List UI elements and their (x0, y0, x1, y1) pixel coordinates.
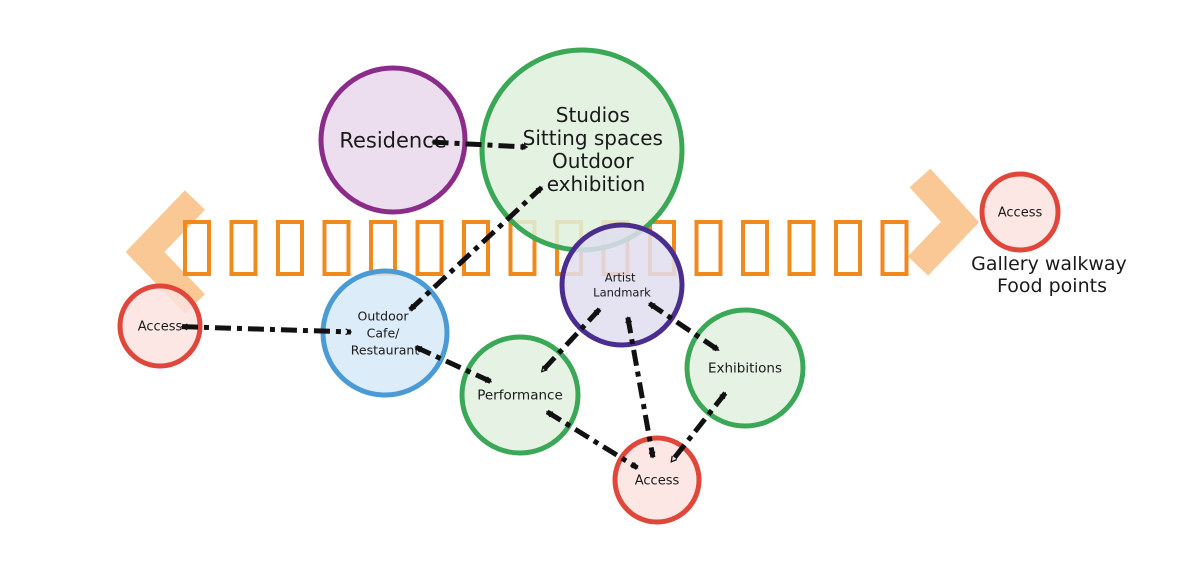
walkway-label: Gallery walkway Food points (971, 253, 1133, 297)
link-artist-landmark-performance (539, 307, 602, 374)
label-line: Outdoor (357, 308, 409, 323)
node-residence: Residence (318, 65, 468, 215)
label-line: Performance (477, 388, 563, 404)
walkway-paving-block (880, 220, 909, 276)
walkway-paving-block (415, 220, 444, 276)
connections (182, 142, 728, 470)
node-access-bottom: Access (612, 435, 702, 525)
node-access-bottom-label: Access (635, 474, 680, 489)
walkway-paving-block (322, 220, 351, 276)
node-access-left-label: Access (138, 320, 183, 335)
walkway-paving-block (741, 220, 769, 276)
link-artist-landmark-access-bottom (628, 317, 653, 457)
node-cafe-label: Outdoor Cafe/ Restaurant (351, 308, 420, 357)
node-exhibitions-label: Exhibitions (708, 361, 782, 377)
node-residence-label: Residence (339, 128, 446, 152)
label-line: Sitting spaces (523, 126, 663, 150)
walkway-paving-block (787, 220, 816, 276)
node-access-right-label: Access (998, 206, 1043, 221)
label-line: Outdoor (552, 149, 634, 173)
node-studios: Studios Sitting spaces Outdoor exhibitio… (479, 47, 685, 253)
walkway-paving-block (694, 220, 723, 276)
label-line: Landmark (593, 286, 651, 300)
walkway-paving-block (834, 220, 862, 276)
node-artist-landmark-label: Artist Landmark (593, 271, 651, 300)
walkway-paving-block (229, 220, 258, 276)
node-exhibitions: Exhibitions (684, 307, 806, 429)
link-residence-studios (433, 142, 528, 147)
walkway-paving-block (369, 220, 397, 276)
walkway-arrow-right-icon (907, 168, 980, 276)
walkway-paving-block (183, 220, 211, 276)
label-line: Access (138, 320, 183, 335)
link-performance-access-bottom (545, 409, 639, 470)
node-access-right: Access (979, 171, 1061, 253)
label-line: Residence (339, 128, 446, 152)
label-line: exhibition (547, 172, 646, 196)
walkway-arrow-left-icon (125, 190, 206, 314)
label-line: Studios (556, 103, 630, 127)
nodes: Residence Studios Sitting spaces Outdoor… (117, 47, 1061, 525)
chevron-shape (125, 190, 206, 314)
label-line: Cafe/ (367, 325, 400, 340)
label-line: Exhibitions (708, 361, 782, 377)
node-studios-label: Studios Sitting spaces Outdoor exhibitio… (523, 103, 670, 196)
link-cafe-performance (416, 344, 491, 384)
label-line: Artist (605, 271, 636, 285)
link-cafe-studios (408, 185, 544, 312)
label-line: Restaurant (351, 342, 420, 357)
node-cafe: Outdoor Cafe/ Restaurant (320, 268, 450, 398)
walkway-label-line: Gallery walkway (971, 253, 1127, 275)
link-exhibitions-access-bottom (669, 391, 728, 464)
node-access-right-circle (979, 171, 1061, 253)
label-line: Access (998, 206, 1043, 221)
link-access-left-cafe (182, 327, 351, 332)
walkway-label-line: Food points (997, 275, 1107, 297)
node-performance-label: Performance (477, 388, 563, 404)
label-line: Access (635, 474, 680, 489)
chevron-shape (907, 168, 980, 276)
walkway-paving-block (276, 220, 304, 276)
link-artist-landmark-exhibitions (647, 301, 720, 353)
